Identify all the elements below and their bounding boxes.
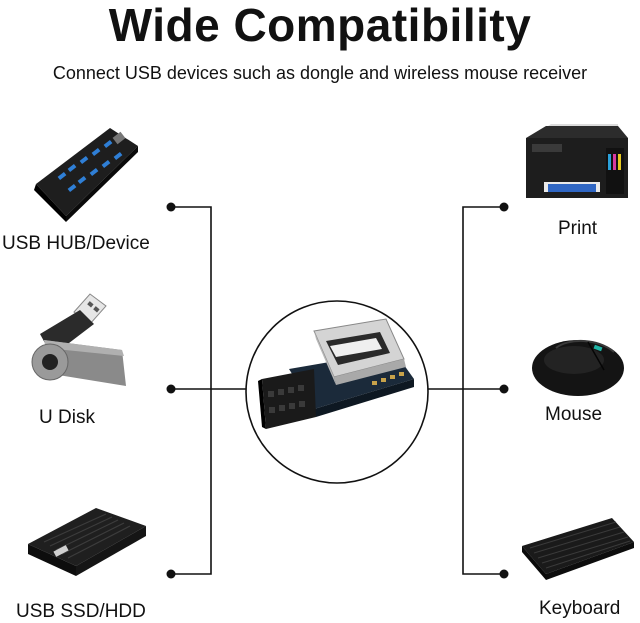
device-label-usb-ssd-hdd: USB SSD/HDD: [16, 601, 146, 622]
page-title: Wide Compatibility: [108, 0, 532, 51]
device-label-u-disk: U Disk: [39, 407, 95, 428]
device-label-keyboard: Keyboard: [539, 598, 621, 619]
printer-icon: [526, 124, 628, 198]
device-label-mouse: Mouse: [545, 404, 603, 425]
device-label-print: Print: [558, 218, 598, 239]
keyboard-icon: [522, 518, 634, 580]
device-label-usb-hub: USB HUB/Device: [2, 233, 150, 254]
usb-hub-icon: [34, 128, 138, 222]
usb-adapter-board-icon: [245, 300, 429, 484]
connector-dot: [499, 569, 509, 579]
connector-dot: [166, 384, 176, 394]
page-subtitle: Connect USB devices such as dongle and w…: [52, 63, 588, 83]
connector-dot: [499, 384, 509, 394]
external-hard-drive-icon: [28, 508, 146, 576]
connector-dot: [166, 202, 176, 212]
connector-dot: [166, 569, 176, 579]
usb-flash-drive-icon: [31, 293, 126, 386]
mouse-icon: [532, 339, 624, 396]
connector-dot: [499, 202, 509, 212]
